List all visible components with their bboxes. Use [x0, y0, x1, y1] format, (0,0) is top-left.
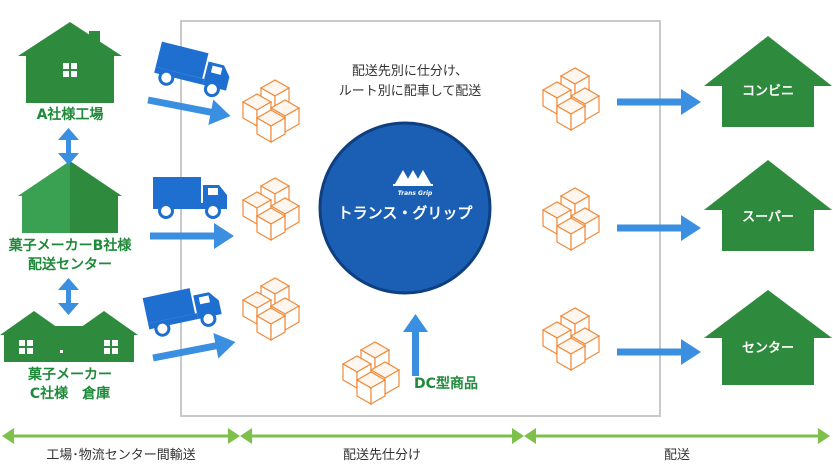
phase-label-delivery: 配送: [663, 448, 690, 463]
sorting-caption: 配送先別に仕分け、 ルート別に配車して配送: [320, 62, 500, 102]
phase-bar: [240, 428, 524, 444]
house-icon: [18, 22, 122, 103]
warehouse-c-line1: 菓子メーカー: [28, 367, 112, 383]
center-b-label: 菓子メーカーB社様 配送センター: [0, 237, 140, 275]
arrow-up-icon: [403, 314, 428, 376]
house-icon: [704, 290, 832, 385]
logo-icon: [393, 170, 433, 186]
house-icon: [0, 311, 138, 362]
sorting-caption-line2: ルート別に配車して配送: [338, 84, 482, 99]
company-circle: [318, 121, 492, 295]
center-b-line1: 菓子メーカーB社様: [8, 238, 132, 254]
sorting-caption-line1: 配送先別に仕分け、: [351, 64, 469, 79]
double-arrow-icon: [58, 128, 79, 165]
house-icon: [18, 161, 122, 233]
phase-label-transport: 工場･物流センター間輸送: [46, 448, 196, 463]
center-b-line2: 配送センター: [28, 257, 112, 273]
factory-a-label: A社様工場: [36, 107, 104, 123]
phase-label-sorting: 配送先仕分け: [342, 448, 421, 463]
phase-bar: [524, 428, 830, 444]
company-name: トランス・グリップ: [337, 204, 473, 222]
house-icon: [704, 160, 832, 251]
destination-center: センター: [741, 341, 794, 356]
destination-convenience-store: コンビニ: [741, 84, 794, 99]
destination-supermarket: スーパー: [742, 210, 794, 225]
double-arrow-icon: [58, 278, 79, 315]
warehouse-c-label: 菓子メーカー C社様 倉庫: [0, 366, 140, 404]
logo-text: Trans Grip: [398, 190, 433, 197]
phase-bar: [2, 428, 240, 444]
house-icon: [704, 36, 832, 127]
warehouse-c-line2: C社様 倉庫: [29, 386, 111, 402]
dc-goods-label: DC型商品: [414, 376, 478, 392]
